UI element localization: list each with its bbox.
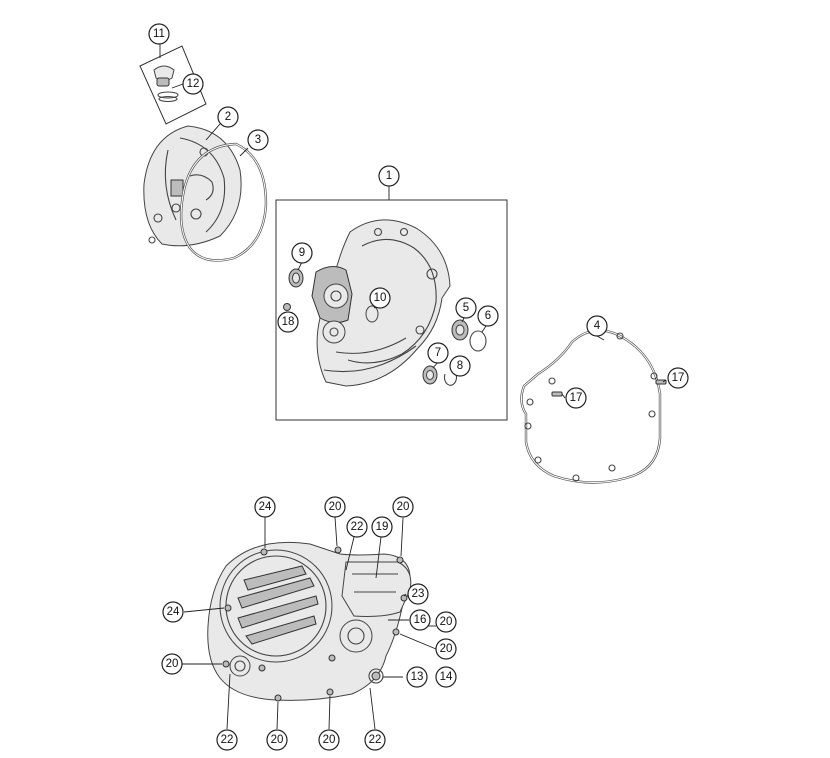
cover-assembly-top-left xyxy=(139,44,268,262)
ignition-cover-part xyxy=(207,541,412,702)
callout-13: 13 xyxy=(406,666,428,688)
svg-text:22: 22 xyxy=(221,734,234,746)
callout-11: 11 xyxy=(148,23,170,45)
svg-text:8: 8 xyxy=(457,360,463,372)
seal-7-part xyxy=(422,365,438,385)
svg-text:5: 5 xyxy=(463,302,469,314)
inner-cover-part xyxy=(143,125,242,247)
svg-text:19: 19 xyxy=(376,521,389,533)
shaft-seal-9-part xyxy=(288,268,304,288)
svg-text:20: 20 xyxy=(271,734,284,746)
svg-text:17: 17 xyxy=(672,372,685,384)
callout-22-bottom-left: 22 xyxy=(216,729,238,751)
callout-18: 18 xyxy=(277,311,299,333)
callout-19: 19 xyxy=(371,516,393,538)
svg-text:4: 4 xyxy=(594,320,601,332)
svg-text:13: 13 xyxy=(411,671,424,683)
svg-text:1: 1 xyxy=(386,170,392,182)
callout-1: 1 xyxy=(378,165,400,187)
callout-12: 12 xyxy=(182,73,204,95)
svg-text:23: 23 xyxy=(412,588,425,600)
callout-7: 7 xyxy=(427,342,449,364)
callout-24-left: 24 xyxy=(162,601,184,623)
assembly-frame xyxy=(275,199,508,421)
callout-20-right-lower: 20 xyxy=(435,638,457,660)
oring-6-part xyxy=(469,330,487,352)
svg-text:20: 20 xyxy=(397,501,410,513)
callout-20-bottom-left: 20 xyxy=(266,729,288,751)
callout-17-left: 17 xyxy=(565,387,587,409)
svg-text:17: 17 xyxy=(570,392,583,404)
svg-text:2: 2 xyxy=(225,111,231,123)
callout-layer: 11 12 2 3 1 9 10 18 5 6 7 8 4 17 17 24 2… xyxy=(148,23,689,751)
callout-22-bottom-right: 22 xyxy=(364,729,386,751)
svg-text:3: 3 xyxy=(255,134,261,146)
svg-text:24: 24 xyxy=(167,606,180,618)
svg-text:10: 10 xyxy=(374,292,387,304)
clutch-cover-gasket-part xyxy=(520,329,662,484)
svg-text:20: 20 xyxy=(440,616,453,628)
svg-text:12: 12 xyxy=(187,78,200,90)
svg-text:20: 20 xyxy=(329,501,342,513)
dowel-17-right-part xyxy=(655,379,667,385)
svg-text:11: 11 xyxy=(153,28,165,40)
svg-text:20: 20 xyxy=(440,643,453,655)
callout-24-top: 24 xyxy=(254,496,276,518)
seal-5-part xyxy=(451,319,469,341)
ignition-cover-assembly xyxy=(182,516,437,730)
callout-10: 10 xyxy=(369,287,391,309)
callout-20-right-upper: 20 xyxy=(435,611,457,633)
callout-20-left: 20 xyxy=(161,653,183,675)
svg-text:22: 22 xyxy=(369,734,382,746)
svg-text:16: 16 xyxy=(414,614,427,626)
callout-6: 6 xyxy=(477,305,499,327)
callout-20-top-left: 20 xyxy=(324,496,346,518)
svg-text:18: 18 xyxy=(282,316,295,328)
svg-text:22: 22 xyxy=(351,521,364,533)
callout-20-bottom-right: 20 xyxy=(318,729,340,751)
clutch-cover-gasket-assembly xyxy=(520,329,667,484)
callout-17-right: 17 xyxy=(667,367,689,389)
callout-23: 23 xyxy=(407,583,429,605)
callout-5: 5 xyxy=(455,297,477,319)
bolt-18-part xyxy=(283,303,291,311)
bushing-10-part xyxy=(365,305,379,323)
callout-14: 14 xyxy=(435,666,457,688)
callout-22-top: 22 xyxy=(346,516,368,538)
svg-text:20: 20 xyxy=(323,734,336,746)
callout-3: 3 xyxy=(247,129,269,151)
svg-text:6: 6 xyxy=(485,310,491,322)
callout-2: 2 xyxy=(217,106,239,128)
plug-detail-frame xyxy=(139,45,207,125)
svg-text:9: 9 xyxy=(299,247,305,259)
callout-16: 16 xyxy=(409,609,431,631)
callout-9: 9 xyxy=(291,242,313,264)
callout-4: 4 xyxy=(586,315,608,337)
svg-text:14: 14 xyxy=(440,671,453,683)
svg-text:20: 20 xyxy=(166,658,179,670)
svg-text:7: 7 xyxy=(435,347,441,359)
dowel-17-left-part xyxy=(551,391,563,397)
oil-plug-part xyxy=(153,65,179,103)
callout-8: 8 xyxy=(449,355,471,377)
svg-text:24: 24 xyxy=(259,501,272,513)
callout-20-top-right: 20 xyxy=(392,496,414,518)
